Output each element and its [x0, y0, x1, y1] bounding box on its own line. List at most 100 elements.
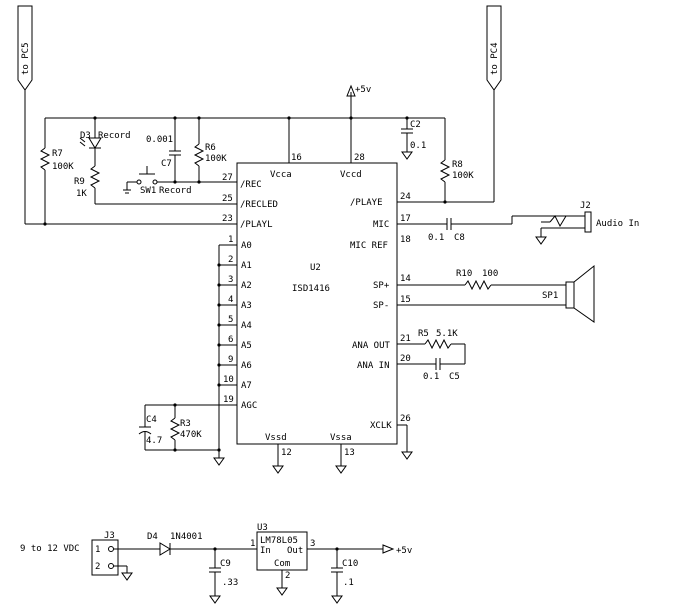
- pin-12-num: 12: [281, 448, 292, 458]
- r6-ref: R6: [205, 143, 216, 153]
- pin-10-num: 10: [223, 375, 234, 385]
- pin-13-num: 13: [344, 448, 355, 458]
- r10-value: 100: [482, 269, 498, 279]
- sw1-label: Record: [159, 186, 192, 196]
- pin-18-name: MIC REF: [350, 241, 388, 251]
- pin-18-num: 18: [400, 235, 411, 245]
- u2-pin-5: 5 A4: [228, 315, 252, 331]
- c7-ref: C7: [161, 159, 172, 169]
- u2-pin-17: 17 MIC: [373, 214, 447, 230]
- pin-1-name: A0: [241, 241, 252, 251]
- pin-15-name: SP-: [373, 301, 389, 311]
- pin-15-num: 15: [400, 295, 411, 305]
- vcc-reg-label: +5v: [396, 546, 412, 556]
- r9-ref: R9: [74, 177, 85, 187]
- c8-value: 0.1: [428, 233, 444, 243]
- r3-value: 470K: [180, 430, 202, 440]
- pin-12-name: Vssd: [265, 433, 287, 443]
- pin-26-name: XCLK: [370, 421, 392, 431]
- pc4-connector: to PC4: [397, 5, 502, 203]
- r10-resistor: R10 100: [456, 269, 566, 291]
- pin-17-name: MIC: [373, 220, 389, 230]
- u3-regulator: U3 LM78L05 In Out Com 1 3 2: [250, 523, 383, 596]
- r8-resistor: R8 100K: [439, 118, 474, 204]
- pin-27-name: /REC: [240, 180, 262, 190]
- pc4-label: to PC4: [490, 42, 500, 75]
- r3-resistor: R3 470K: [145, 405, 221, 452]
- r8-ref: R8: [452, 160, 463, 170]
- r5-value: 5.1K: [436, 329, 458, 339]
- pin-23-name: /PLAYL: [240, 220, 273, 230]
- pc5-label: to PC5: [21, 42, 31, 75]
- r6-value: 100K: [205, 154, 227, 164]
- pin-9-name: A6: [241, 361, 252, 371]
- sw1-switch: SW1 Record: [123, 166, 237, 196]
- pin-26-num: 26: [400, 414, 411, 424]
- d3-label: Record: [98, 131, 131, 141]
- c8-capacitor: 0.1 C8: [428, 218, 512, 243]
- supply-label: 9 to 12 VDC: [20, 544, 80, 554]
- pc5-connector: to PC5: [17, 5, 237, 225]
- pin-1-num: 1: [228, 235, 233, 245]
- j2-ref: J2: [580, 201, 591, 211]
- u2-pin-27: 27 /REC: [222, 173, 262, 190]
- u2-pin-2: 2 A1: [228, 255, 252, 271]
- vcc-top-rail: +5v: [45, 84, 445, 120]
- c2-ref: C2: [410, 120, 421, 130]
- c4-ref: C4: [146, 415, 157, 425]
- u2-pin-28: 28 Vccd: [340, 118, 365, 180]
- c10-capacitor: C10 .1: [331, 549, 358, 604]
- r6-resistor: R6 100K: [193, 118, 227, 182]
- pin-23-num: 23: [222, 214, 233, 224]
- pin-16-name: Vcca: [270, 170, 292, 180]
- pin-19-name: AGC: [241, 401, 257, 411]
- u2-pin-1: 1 A0: [228, 235, 252, 251]
- pin-24-num: 24: [400, 192, 411, 202]
- d3-ref: D3: [80, 131, 91, 141]
- c9-value: .33: [222, 578, 238, 588]
- u2-pin-26: 26 XCLK: [370, 414, 413, 460]
- pin-28-num: 28: [354, 153, 365, 163]
- pin-5-num: 5: [228, 315, 233, 325]
- pin-3-num: 3: [228, 275, 233, 285]
- c4-capacitor: C4 4.7: [138, 405, 162, 450]
- u3-out: Out: [287, 546, 303, 556]
- u2-pin-18: 18 MIC REF: [350, 235, 411, 251]
- u3-ref: U3: [257, 523, 268, 533]
- c2-value: 0.1: [410, 141, 426, 151]
- pin-19-num: 19: [223, 395, 234, 405]
- pin-10-name: A7: [241, 381, 252, 391]
- j3-pin2: 2: [95, 562, 100, 572]
- c5-capacitor: 0.1 C5: [423, 358, 465, 382]
- r7-ref: R7: [52, 149, 63, 159]
- vcc-reg-output: +5v: [382, 544, 412, 556]
- pin-27-num: 27: [222, 173, 233, 183]
- pin-20-num: 20: [400, 354, 411, 364]
- u2-pin-21: 21 ANA OUT: [352, 334, 425, 351]
- pin-13-name: Vssa: [330, 433, 352, 443]
- u2-pin-23: 23 /PLAYL: [222, 214, 273, 230]
- pin-28-name: Vccd: [340, 170, 362, 180]
- u2-chip: U2 ISD1416: [236, 162, 398, 445]
- d4-ref: D4: [147, 532, 158, 542]
- u2-pin-19: 19 AGC: [145, 395, 257, 411]
- pin-6-num: 6: [228, 335, 233, 345]
- sw1-ref: SW1: [140, 186, 156, 196]
- c4-value: 4.7: [146, 436, 162, 446]
- d4-value: 1N4001: [170, 532, 203, 542]
- r7-value: 100K: [52, 162, 74, 172]
- pin-5-name: A4: [241, 321, 252, 331]
- r10-ref: R10: [456, 269, 472, 279]
- pin-21-name: ANA OUT: [352, 341, 391, 351]
- u3-pin-com: 2: [285, 571, 290, 581]
- pin-4-num: 4: [228, 295, 233, 305]
- u2-pin-24: 24 /PLAYE: [350, 192, 411, 208]
- u2-pin-3: 3 A2: [228, 275, 252, 291]
- sp1-speaker: SP1: [542, 264, 595, 323]
- pin-4-name: A3: [241, 301, 252, 311]
- pin-17-num: 17: [400, 214, 411, 224]
- c5-ref: C5: [449, 372, 460, 382]
- j3-ref: J3: [104, 531, 115, 541]
- d3-led: D3 Record: [79, 118, 131, 166]
